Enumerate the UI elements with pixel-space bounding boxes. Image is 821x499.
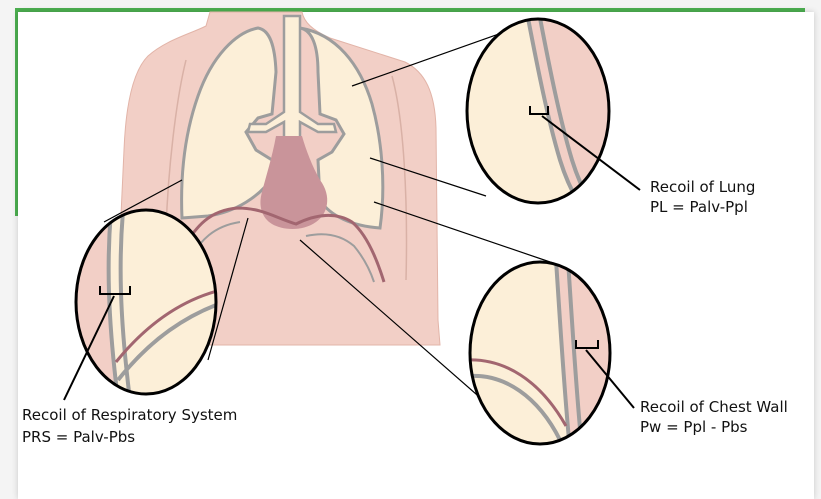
chest-wall-magnifier xyxy=(466,260,610,450)
chest-wall-recoil-formula: Pw = Ppl - Pbs xyxy=(640,418,748,436)
respiratory-recoil-title: Recoil of Respiratory System xyxy=(22,406,237,424)
lung-recoil-formula: PL = Palv-Ppl xyxy=(650,198,748,216)
chest-wall-recoil-title: Recoil of Chest Wall xyxy=(640,398,788,416)
lung-magnifier xyxy=(440,10,609,220)
respiratory-recoil-formula: PRS = Palv-Pbs xyxy=(22,428,135,446)
lung-recoil-title: Recoil of Lung xyxy=(650,178,755,196)
